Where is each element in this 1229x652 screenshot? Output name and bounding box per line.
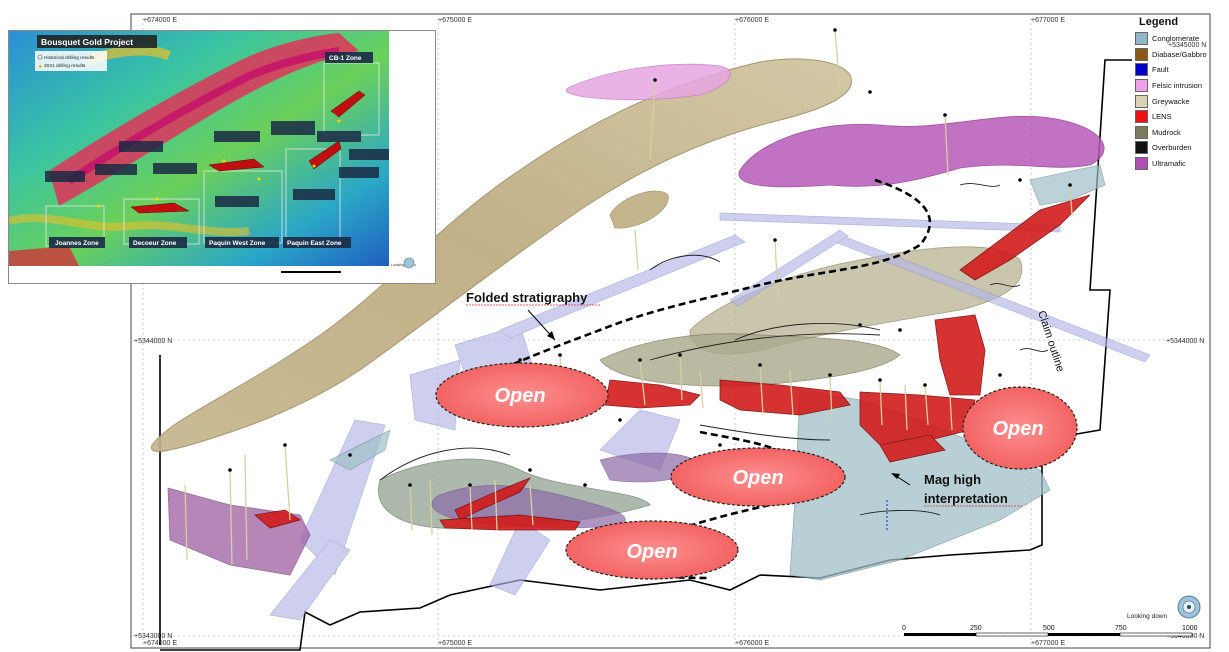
drill-collars [228,28,1072,487]
legend-label: Fault [1152,65,1169,75]
right-northing-label: +5343000 N [1166,633,1204,640]
left-northing-label: +5343000 N [134,633,172,640]
greywacke-lens [609,190,669,229]
legend-swatch [1135,157,1148,171]
open-zones [435,362,1078,580]
scale-tick: 750 [1115,625,1127,632]
mag-high-label: Mag high [924,472,981,487]
top-right-northing-label: +5345000 N [1168,42,1206,49]
inset-svg: Bousquet Gold Project Historical drillin… [9,31,435,283]
looking-down-label: Looking down [1127,613,1167,620]
legend: Legend Conglomerate Diabase/Gabbro Fault… [1135,16,1225,171]
inset-zone-label: Paquin West Zone [209,240,266,247]
bottom-easting-label: +676000 E [735,640,769,647]
western-ultramafic [167,487,311,576]
mag-high-label-line2: interpretation [924,491,1008,506]
mudrock-body [599,333,901,387]
legend-swatch [1135,47,1148,61]
claim-boundary [159,59,1132,651]
legend-item-greywacke: Greywacke [1135,93,1225,109]
ultramafic-body [738,115,1105,188]
top-easting-label: +674000 E [143,17,177,24]
open-ellipse [670,447,846,507]
felsic-intrusion [565,63,731,101]
western-conglomerate [329,429,391,471]
scale-tick: 1000 [1182,625,1198,632]
open-ellipse [565,520,739,580]
legend-item-ultramafic: Ultramafic [1135,156,1225,172]
top-easting-label: +676000 E [735,17,769,24]
legend-item-fault: Fault [1135,62,1225,78]
open-label: Open [992,418,1043,440]
inset-mag-map: Bousquet Gold Project Historical drillin… [8,30,436,284]
legend-item-lens: LENS [1135,109,1225,125]
scale-tick: 0 [902,625,906,632]
open-label: Open [494,385,545,407]
lens-bodies [254,194,1091,531]
inset-zone-label: Joannes Zone [55,240,99,247]
bottom-easting-label: +677000 E [1031,640,1065,647]
arrowhead [891,473,900,479]
legend-label: Greywacke [1152,96,1190,106]
legend-swatch [1135,125,1148,139]
open-label: Open [626,541,677,563]
inset-zone-label: CB-1 Zone [329,55,362,62]
top-easting-label: +675000 E [438,17,472,24]
legend-swatch [1135,63,1148,77]
legend-swatch [1135,32,1148,46]
open-ellipse [962,386,1078,470]
inset-zone-label: Decoeur Zone [133,240,177,247]
legend-item-felsic-intrusion: Felsic intrusion [1135,78,1225,94]
conglomerate-body [1029,164,1106,206]
legend-item-overburden: Overburden [1135,140,1225,156]
arrowhead [547,331,555,340]
top-easting-label: +677000 E [1031,17,1065,24]
legend-item-conglomerate: Conglomerate [1135,31,1225,47]
legend-label: Ultramafic [1152,159,1186,169]
legend-label: Conglomerate [1152,34,1200,44]
inset-legend-historical: Historical drilling results [44,55,95,61]
open-ellipse [435,362,609,428]
legend-item-diabase-gabbro: Diabase/Gabbro [1135,47,1225,63]
legend-swatch [1135,94,1148,108]
inset-compass-icon [403,257,415,269]
legend-label: Mudrock [1152,127,1181,137]
legend-title: Legend [1139,16,1179,28]
bottom-easting-label: +675000 E [438,640,472,647]
right-northing-label: +5344000 N [1166,338,1204,345]
legend-swatch [1135,79,1148,93]
inset-looking-down: Looking down [391,262,416,267]
legend-label: Diabase/Gabbro [1152,49,1207,59]
looking-down-icon [1177,595,1201,619]
legend-label: LENS [1152,112,1172,122]
scale-bar: 0 250 500 750 1000 [902,625,1198,637]
legend-swatch [1135,110,1148,124]
legend-item-mudrock: Mudrock [1135,125,1225,141]
open-label: Open [732,467,783,489]
legend-label: Felsic intrusion [1152,81,1203,91]
folded-stratigraphy-label: Folded stratigraphy [466,290,588,305]
inset-title: Bousquet Gold Project [41,37,133,47]
inset-zone-label: Paquin East Zone [287,240,342,247]
scale-tick: 500 [1043,625,1055,632]
legend-label: Overburden [1152,143,1192,153]
left-northing-label: +5344000 N [134,338,172,345]
inset-legend-2021: 2021 drilling results [44,63,86,69]
legend-swatch [1135,141,1148,155]
scale-tick: 250 [970,625,982,632]
svg-text:★: ★ [38,64,43,70]
